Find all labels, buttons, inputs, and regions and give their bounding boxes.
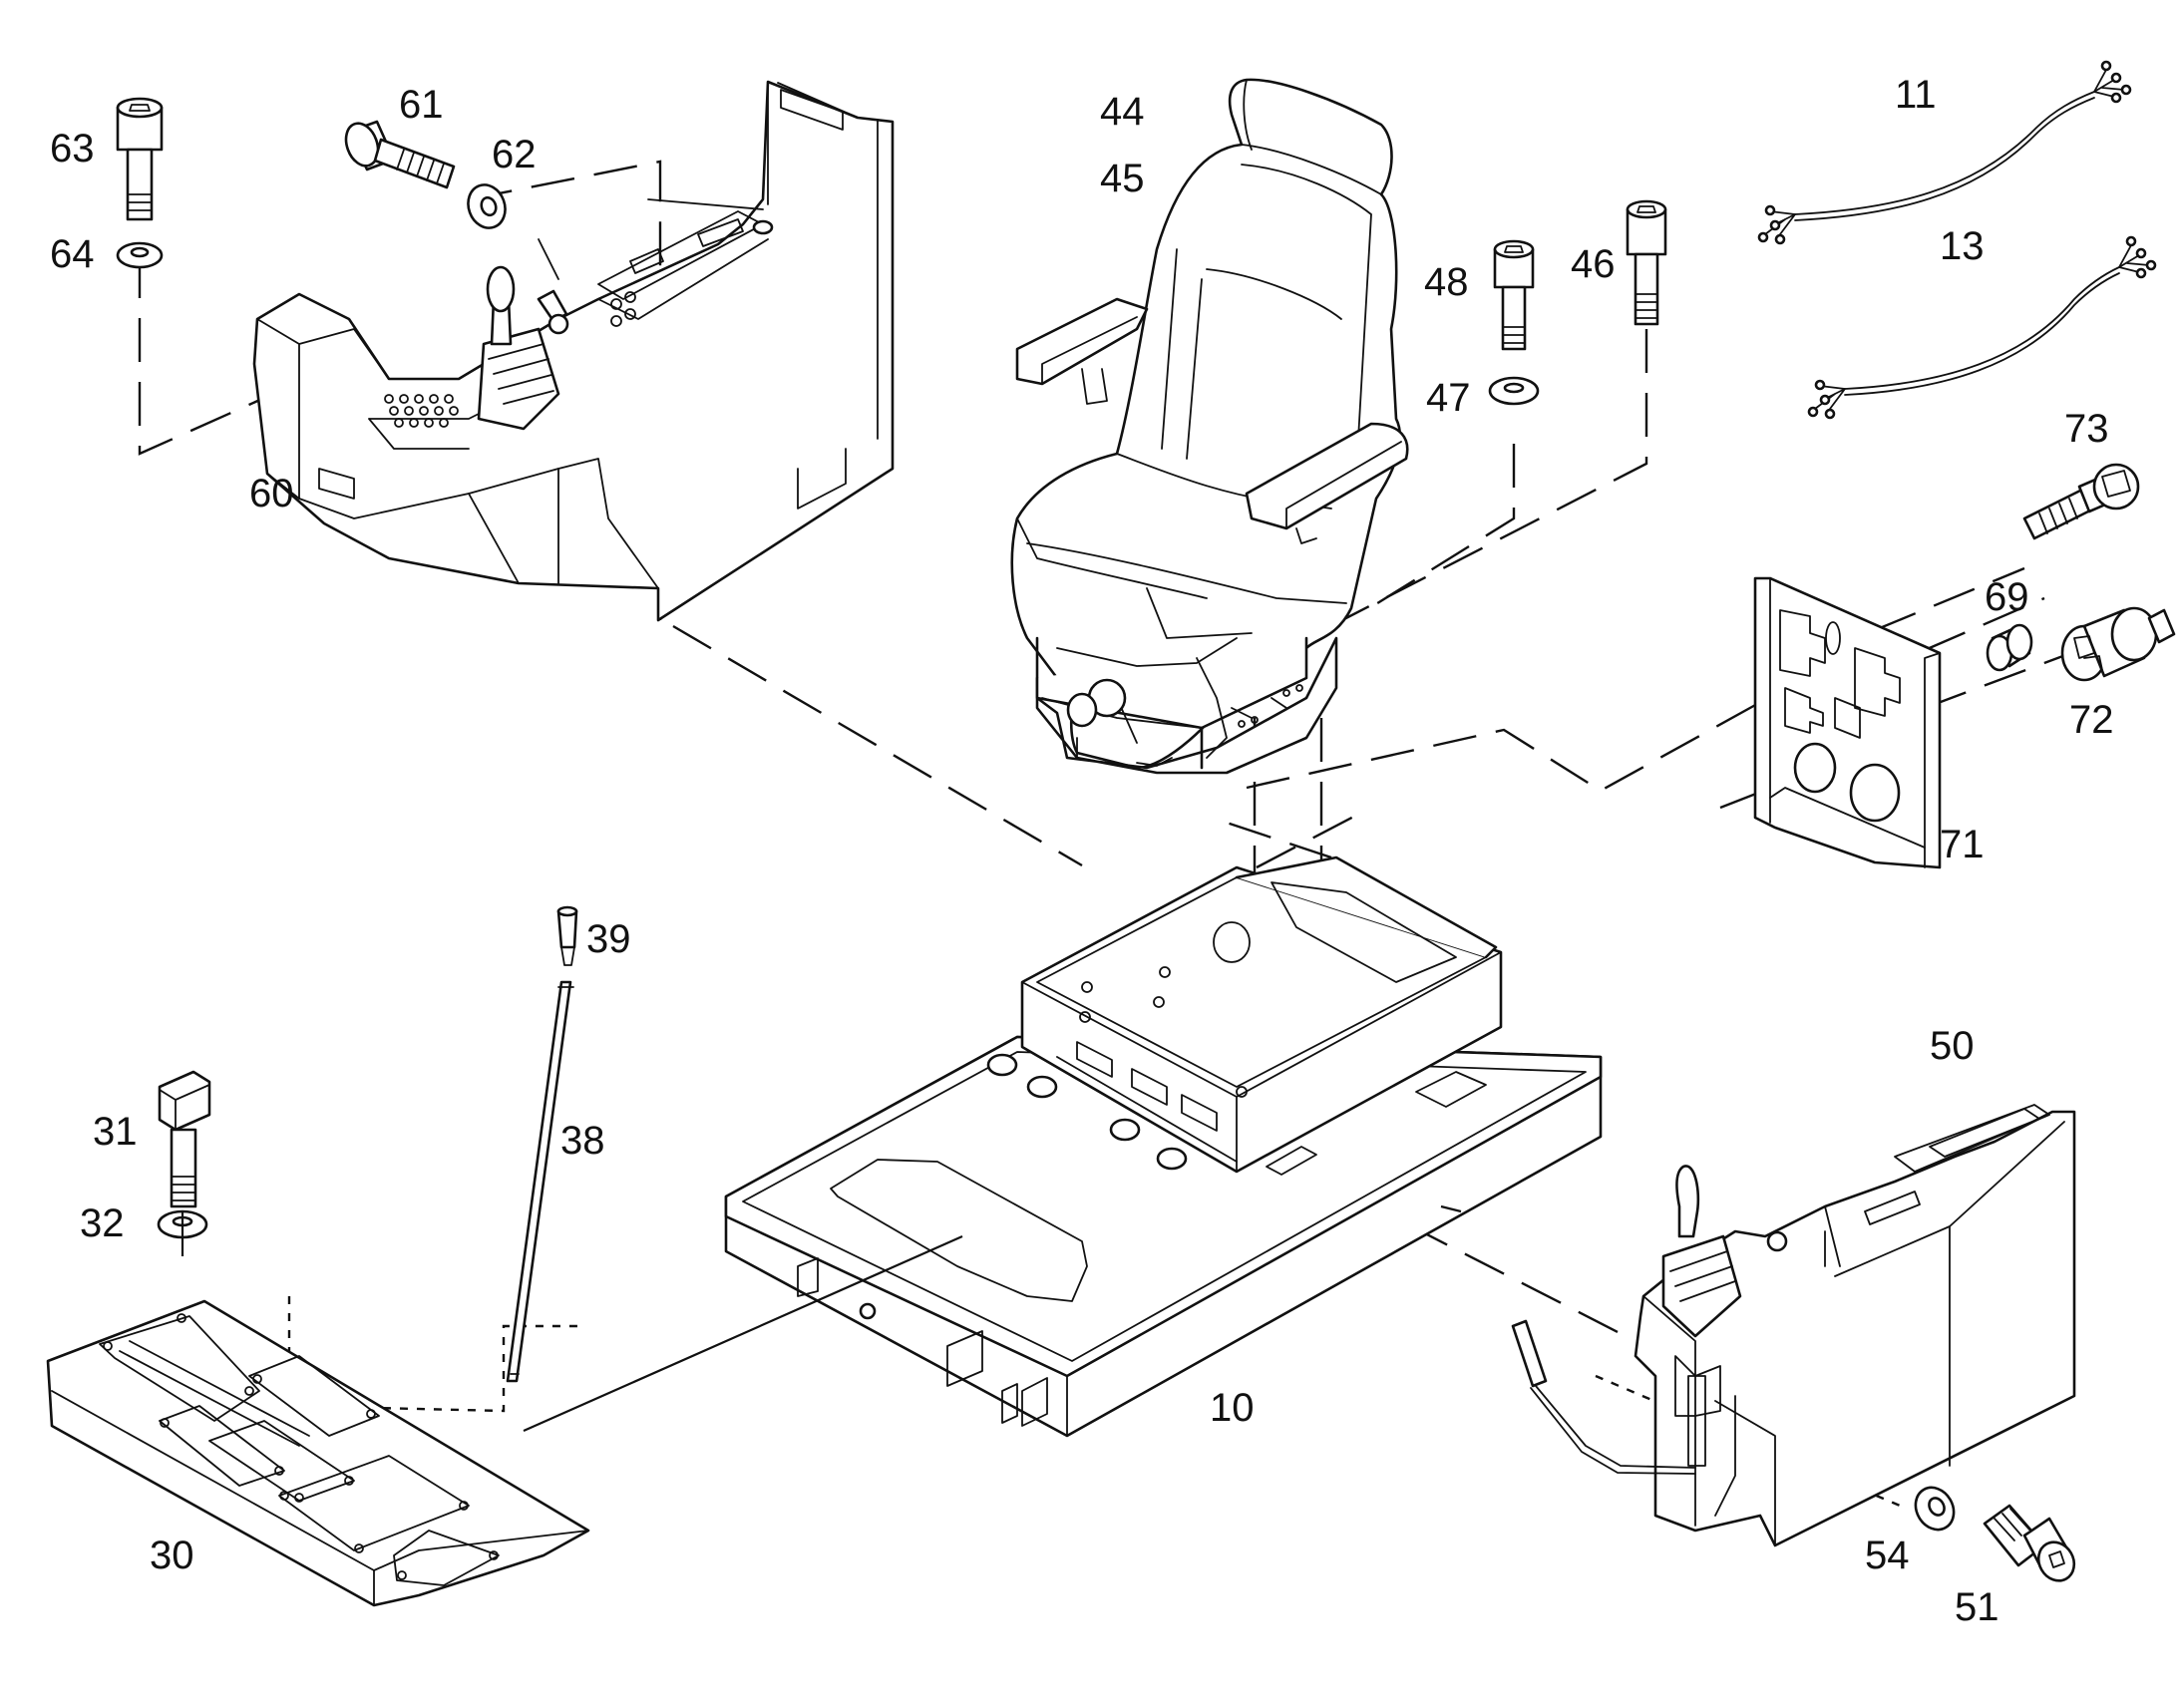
- bolt-46-icon: [1626, 199, 1667, 326]
- connector-72-icon: [2060, 606, 2176, 682]
- rod-38-icon: [506, 980, 574, 1383]
- callout-48: 48: [1424, 260, 1469, 304]
- cable-harness-13-icon: [1807, 235, 2157, 420]
- callout-73: 73: [2064, 407, 2109, 451]
- callout-10: 10: [1210, 1386, 1255, 1430]
- callout-71: 71: [1940, 823, 1985, 866]
- callout-44: 44: [1100, 90, 1145, 134]
- bolt-48-icon: [1493, 239, 1535, 351]
- grip-39-icon: [556, 905, 578, 966]
- callout-46: 46: [1571, 242, 1616, 286]
- callout-38: 38: [560, 1119, 605, 1163]
- bolt-31-icon: [158, 1070, 211, 1208]
- bolt-61-icon: [344, 120, 456, 189]
- callout-11: 11: [1895, 73, 1937, 117]
- washer-62-icon: [467, 183, 507, 229]
- leader-lines: [181, 1204, 1462, 1433]
- plate-71-icon: [1753, 576, 1942, 869]
- right-console-50-icon: [1511, 1104, 2076, 1547]
- callout-50: 50: [1930, 1024, 1975, 1068]
- bolt-73-icon: [2022, 463, 2140, 540]
- callout-60: 60: [249, 472, 294, 515]
- cable-harness-11-icon: [1757, 60, 2132, 245]
- callout-54: 54: [1865, 1534, 1910, 1577]
- washer-64-icon: [116, 241, 164, 269]
- callout-63: 63: [50, 127, 95, 171]
- callout-labels: 10 11 13 30 31 32 38 39 44 45 46 47 48 5…: [50, 73, 2114, 1629]
- callout-47: 47: [1426, 376, 1471, 420]
- operator-seat-44-icon: [1010, 78, 1409, 775]
- callout-51: 51: [1955, 1585, 1999, 1629]
- seat-mount-box-icon: [1020, 855, 1503, 1174]
- plug-69-icon: [1986, 623, 2033, 672]
- callout-45: 45: [1100, 157, 1145, 200]
- callout-61: 61: [399, 83, 444, 127]
- floor-plate-30-icon: [46, 1299, 590, 1607]
- washer-54-icon: [1914, 1486, 1956, 1532]
- callout-13: 13: [1940, 224, 1985, 268]
- washer-47-icon: [1488, 376, 1540, 406]
- callout-64: 64: [50, 232, 95, 276]
- callout-31: 31: [93, 1110, 138, 1154]
- callout-32: 32: [80, 1201, 125, 1245]
- callout-69: 69: [1985, 575, 2029, 619]
- callout-62: 62: [492, 133, 537, 176]
- callout-39: 39: [586, 917, 631, 961]
- left-console-60-icon: [252, 80, 895, 622]
- base-frame-10-icon: [724, 1035, 1603, 1438]
- callout-30: 30: [150, 1534, 194, 1577]
- bolt-51-icon: [1983, 1504, 2076, 1582]
- bolt-63-icon: [116, 97, 164, 221]
- callout-72: 72: [2069, 698, 2114, 742]
